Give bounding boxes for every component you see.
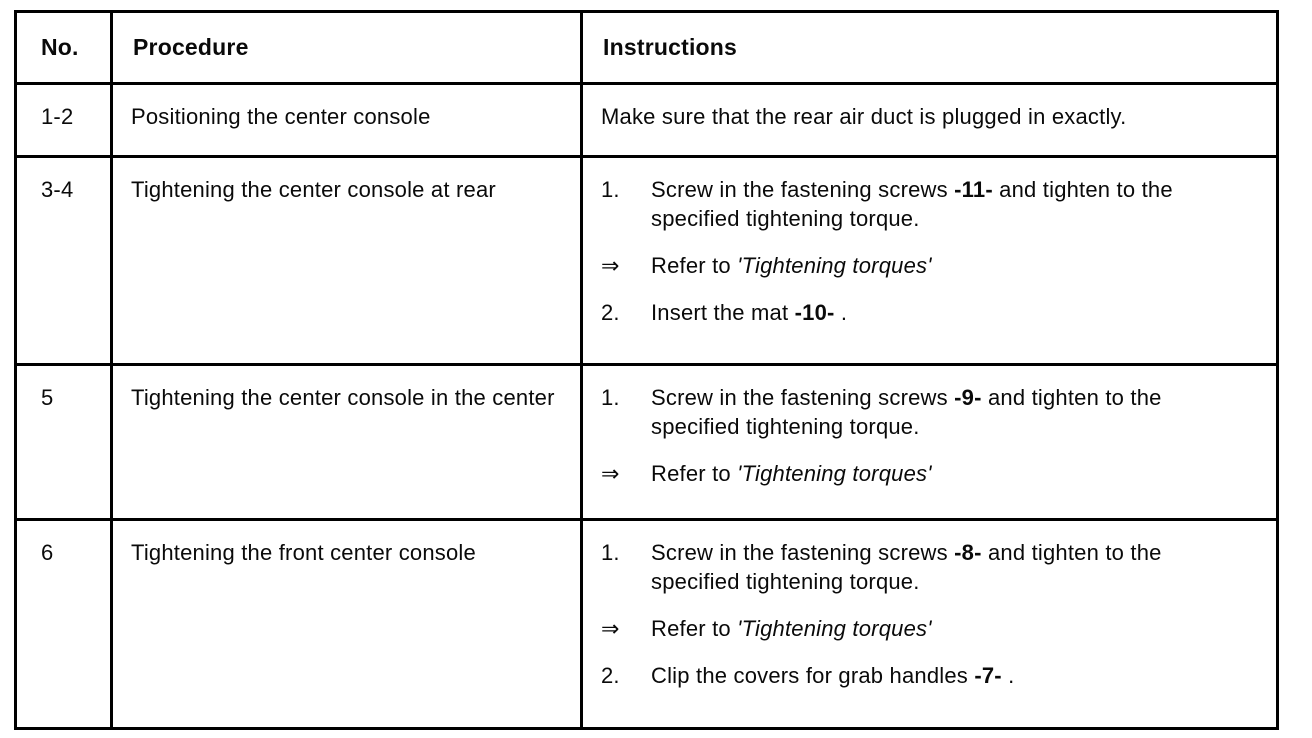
item-number: 2. bbox=[601, 663, 620, 688]
part-ref: -11- bbox=[954, 177, 993, 202]
instruction-list: 1. Screw in the fastening screws -11- and… bbox=[601, 175, 1262, 327]
part-ref: -7- bbox=[974, 663, 1002, 688]
text-segment: Screw in the fastening screws bbox=[651, 177, 955, 202]
instruction-text: Refer to 'Tightening torques' bbox=[651, 614, 932, 643]
item-number: 1. bbox=[601, 177, 620, 202]
arrow-marker: ⇒ bbox=[601, 461, 620, 486]
cell-procedure: Tightening the center console in the cen… bbox=[110, 363, 583, 521]
instruction-text: Insert the mat -10- . bbox=[651, 298, 847, 327]
cell-instructions: 1. Screw in the fastening screws -11- and… bbox=[580, 155, 1279, 366]
instruction-text: Refer to 'Tightening torques' bbox=[651, 459, 932, 488]
text-segment: Refer to bbox=[651, 616, 738, 641]
text-segment: Insert the mat bbox=[651, 300, 795, 325]
cell-instructions: 1. Screw in the fastening screws -9- and … bbox=[580, 363, 1279, 521]
instruction-item: ⇒ Refer to 'Tightening torques' bbox=[601, 459, 1262, 488]
instruction-text: Screw in the fastening screws -9- and ti… bbox=[651, 383, 1236, 441]
text-segment: . bbox=[834, 300, 848, 325]
col-header-procedure: Procedure bbox=[110, 10, 583, 85]
instruction-list: Make sure that the rear air duct is plug… bbox=[601, 102, 1262, 131]
instruction-text: Clip the covers for grab handles -7- . bbox=[651, 661, 1014, 690]
item-number: 1. bbox=[601, 385, 620, 410]
arrow-marker: ⇒ bbox=[601, 616, 620, 641]
part-ref: -9- bbox=[954, 385, 982, 410]
text-segment: Clip the covers for grab handles bbox=[651, 663, 975, 688]
cell-no: 6 bbox=[14, 518, 113, 730]
cell-instructions: Make sure that the rear air duct is plug… bbox=[580, 82, 1279, 158]
instruction-text: Screw in the fastening screws -8- and ti… bbox=[651, 538, 1236, 596]
part-ref: -8- bbox=[954, 540, 982, 565]
col-header-instructions: Instructions bbox=[580, 10, 1279, 85]
cross-reference: 'Tightening torques' bbox=[737, 253, 932, 278]
instruction-item: 1. Screw in the fastening screws -11- and… bbox=[601, 175, 1262, 233]
instruction-item: 1. Screw in the fastening screws -9- and … bbox=[601, 383, 1262, 441]
instruction-item: 2. Clip the covers for grab handles -7- . bbox=[601, 661, 1262, 690]
cell-no: 5 bbox=[14, 363, 113, 521]
instruction-item: 2. Insert the mat -10- . bbox=[601, 298, 1262, 327]
text-segment: . bbox=[1001, 663, 1015, 688]
cross-reference: 'Tightening torques' bbox=[737, 616, 932, 641]
text-segment: Refer to bbox=[651, 253, 738, 278]
instruction-list: 1. Screw in the fastening screws -9- and … bbox=[601, 383, 1262, 488]
cell-instructions: 1. Screw in the fastening screws -8- and … bbox=[580, 518, 1279, 730]
text-segment: and tighten to the specified tightening … bbox=[651, 540, 1162, 594]
instruction-text: Screw in the fastening screws -11- and t… bbox=[651, 175, 1236, 233]
item-number: 1. bbox=[601, 540, 620, 565]
text-segment: and tighten to the specified tightening … bbox=[651, 177, 1173, 231]
item-number: 2. bbox=[601, 300, 620, 325]
cell-procedure: Tightening the front center console bbox=[110, 518, 583, 730]
instruction-item: ⇒ Refer to 'Tightening torques' bbox=[601, 251, 1262, 280]
part-ref: -10- bbox=[794, 300, 835, 325]
header-row: No. Procedure Instructions bbox=[14, 10, 1279, 85]
arrow-marker: ⇒ bbox=[601, 253, 620, 278]
instruction-item: 1. Screw in the fastening screws -8- and … bbox=[601, 538, 1262, 596]
cell-procedure: Tightening the center console at rear bbox=[110, 155, 583, 366]
text-segment: Refer to bbox=[651, 461, 738, 486]
cell-no: 1-2 bbox=[14, 82, 113, 158]
instruction-list: 1. Screw in the fastening screws -8- and … bbox=[601, 538, 1262, 690]
instruction-item: Make sure that the rear air duct is plug… bbox=[601, 102, 1262, 131]
text-segment: Screw in the fastening screws bbox=[651, 385, 955, 410]
cell-no: 3-4 bbox=[14, 155, 113, 366]
text-segment: and tighten to the specified tightening … bbox=[651, 385, 1162, 439]
text-segment: Make sure that the rear air duct is plug… bbox=[601, 104, 1127, 129]
col-header-no: No. bbox=[14, 10, 113, 85]
cell-procedure: Positioning the center console bbox=[110, 82, 583, 158]
instruction-text: Make sure that the rear air duct is plug… bbox=[601, 102, 1126, 131]
instruction-item: ⇒ Refer to 'Tightening torques' bbox=[601, 614, 1262, 643]
cross-reference: 'Tightening torques' bbox=[737, 461, 932, 486]
text-segment: Screw in the fastening screws bbox=[651, 540, 955, 565]
instruction-text: Refer to 'Tightening torques' bbox=[651, 251, 932, 280]
